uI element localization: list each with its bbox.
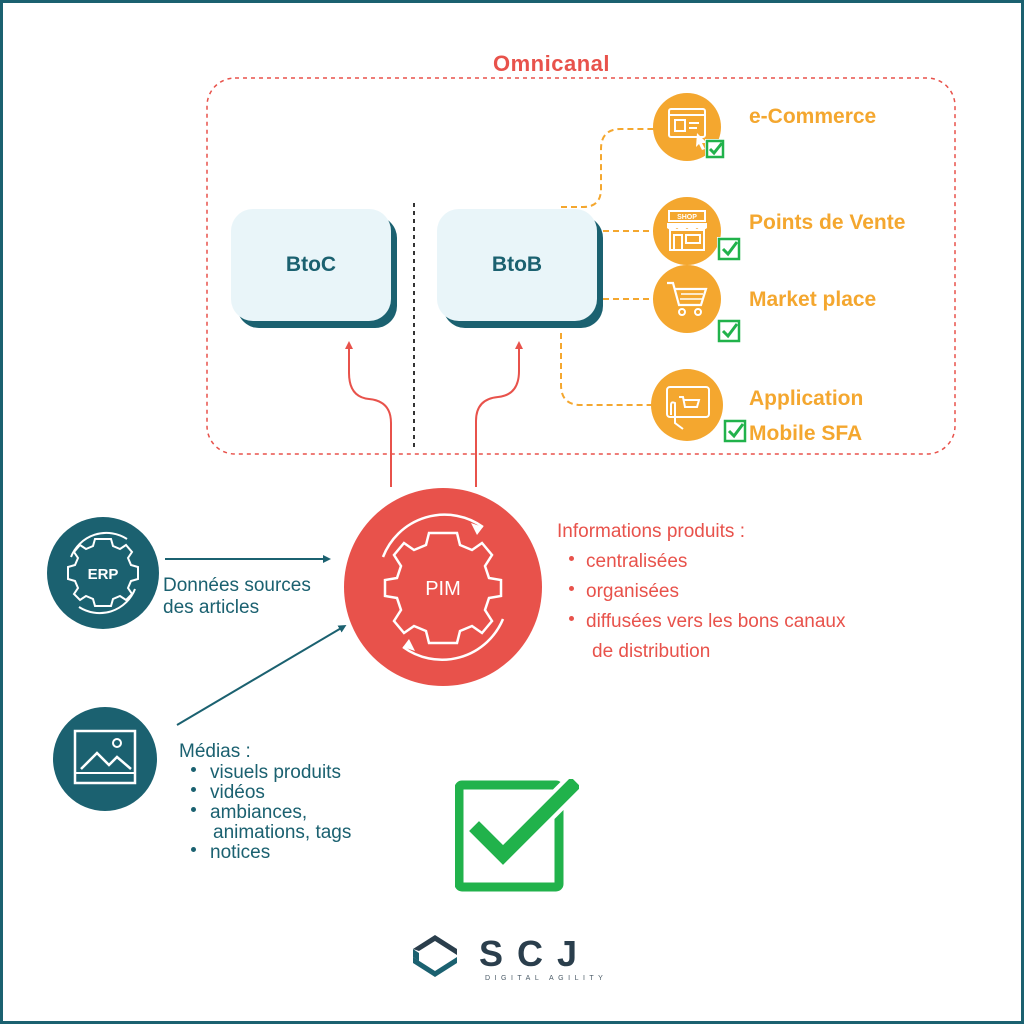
logo-tagline: DIGITAL AGILITY <box>485 975 608 982</box>
info-item: diffusées vers les bons canaux <box>569 611 845 633</box>
info-item-text: centralisées <box>586 551 688 572</box>
info-item: centralisées <box>569 551 687 573</box>
btoc-label: BtoC <box>285 253 337 276</box>
link-btob-mobile <box>560 333 655 406</box>
shop-sign-text: SHOP <box>677 214 697 221</box>
info-item: organisées <box>569 581 679 603</box>
bullet-dot <box>191 807 196 813</box>
channel-market-label: Market place <box>749 288 877 311</box>
media-item: visuels produits <box>191 763 341 783</box>
bullet-dot <box>569 556 574 562</box>
media-item-text: ambiances, <box>210 802 308 823</box>
source-label-line-1: Données sources <box>163 575 311 596</box>
btob-label: BtoB <box>491 253 543 276</box>
arrow-pim-to-btoc <box>345 341 392 487</box>
bullet-dot <box>569 616 574 622</box>
info-item-text: organisées <box>586 581 679 602</box>
media-title: Médias : <box>179 741 251 762</box>
source-data-label: Données sources des articles <box>163 575 311 619</box>
cart-icon <box>653 265 741 343</box>
media-item-continuation: animations, tags <box>213 822 352 843</box>
media-node <box>53 707 157 811</box>
btob-box: BtoB <box>437 209 597 321</box>
channel-mobile-label-2: Mobile SFA <box>749 422 863 445</box>
media-item: notices <box>191 843 270 863</box>
info-title: Informations produits : <box>557 521 745 542</box>
source-label-line-2: des articles <box>163 597 260 618</box>
info-item-continuation: de distribution <box>592 641 711 662</box>
bullet-dot <box>569 586 574 592</box>
link-btob-ecommerce <box>561 128 655 208</box>
scj-logo-icon <box>413 935 457 977</box>
bullet-dot <box>191 787 196 793</box>
omnicanal-frame <box>206 77 956 455</box>
shop-icon: SHOP <box>653 197 741 265</box>
media-item: ambiances, <box>191 803 307 823</box>
media-item-text: visuels produits <box>210 762 341 783</box>
channel-ecommerce-label: e-Commerce <box>749 105 877 128</box>
pim-label: PIM <box>425 578 461 600</box>
media-item-text: notices <box>210 842 271 863</box>
bullet-dot <box>191 767 196 773</box>
connector-layer <box>165 77 956 726</box>
info-item-text: diffusées vers les bons canaux <box>586 611 846 632</box>
pim-node: PIM <box>344 488 542 686</box>
erp-label: ERP <box>88 566 119 583</box>
btoc-box: BtoC <box>231 209 391 321</box>
media-item-text: vidéos <box>210 782 265 803</box>
channel-shop-label: Points de Vente <box>749 211 906 234</box>
bullet-dot <box>191 847 196 853</box>
erp-node: ERP <box>47 517 159 629</box>
arrow-pim-to-btob <box>475 341 523 487</box>
arrow-media-to-pim <box>176 624 347 726</box>
media-item: vidéos <box>191 783 265 803</box>
logo-wordmark: SCJ <box>479 933 592 974</box>
big-check-icon <box>455 779 579 892</box>
channel-mobile-label-1: Application <box>749 387 864 410</box>
omnicanal-title: Omnicanal <box>493 51 610 76</box>
mobile-app-icon <box>651 369 747 443</box>
ecommerce-icon <box>653 93 725 161</box>
